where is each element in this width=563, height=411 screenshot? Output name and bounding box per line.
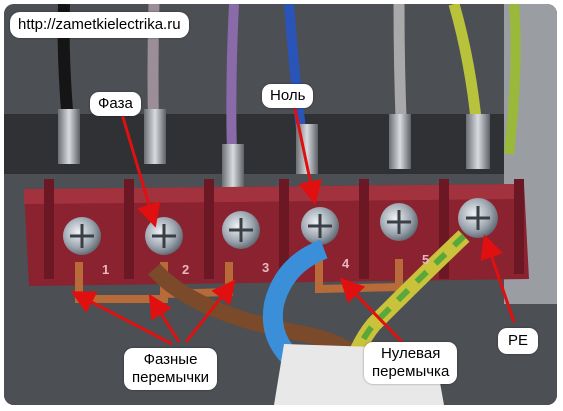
watermark-url: http://zametkielectrika.ru — [10, 12, 189, 38]
phase-label: Фаза — [90, 92, 141, 116]
phase-jumpers-line2: перемычки — [132, 369, 209, 386]
phase-jumper-arrow-2 — [148, 293, 181, 343]
terminal-block-scene: 1 2 3 4 5 — [4, 4, 557, 405]
phase-jumper-arrow-3 — [184, 279, 236, 343]
terminal-number: 3 — [262, 260, 269, 275]
terminal-number: 4 — [342, 256, 350, 271]
pe-arrow — [480, 234, 516, 323]
housing-slot — [4, 114, 557, 174]
neutral-label: Ноль — [262, 84, 314, 108]
terminal-screws — [63, 198, 498, 255]
ground-label: PE — [498, 328, 539, 354]
terminal-number: 5 — [422, 252, 429, 267]
neutral-jumper-arrow — [339, 277, 404, 344]
neutral-jumper-label: Нулевая перемычка — [364, 342, 458, 384]
phase-jumper-arrow-1 — [70, 291, 173, 346]
terminal-number: 2 — [182, 262, 189, 277]
phase-jumpers-line1: Фазные — [143, 351, 198, 368]
crimp-contacts — [58, 109, 490, 189]
purple-wire — [226, 4, 239, 155]
terminal-numbers: 1 2 3 4 5 — [102, 252, 429, 277]
neutral-jumper-line1: Нулевая — [380, 345, 441, 362]
top-green-wire — [504, 4, 521, 155]
phase-jumpers-label: Фазные перемычки — [124, 348, 217, 390]
photo-frame: 1 2 3 4 5 — [4, 4, 557, 405]
neutral-arrow — [292, 103, 323, 205]
neutral-jumper-line2: перемычка — [372, 363, 450, 380]
terminal-separators — [44, 179, 524, 279]
terminal-number: 1 — [102, 262, 109, 277]
annotation-arrows — [70, 103, 516, 346]
phase-arrow — [120, 113, 161, 228]
